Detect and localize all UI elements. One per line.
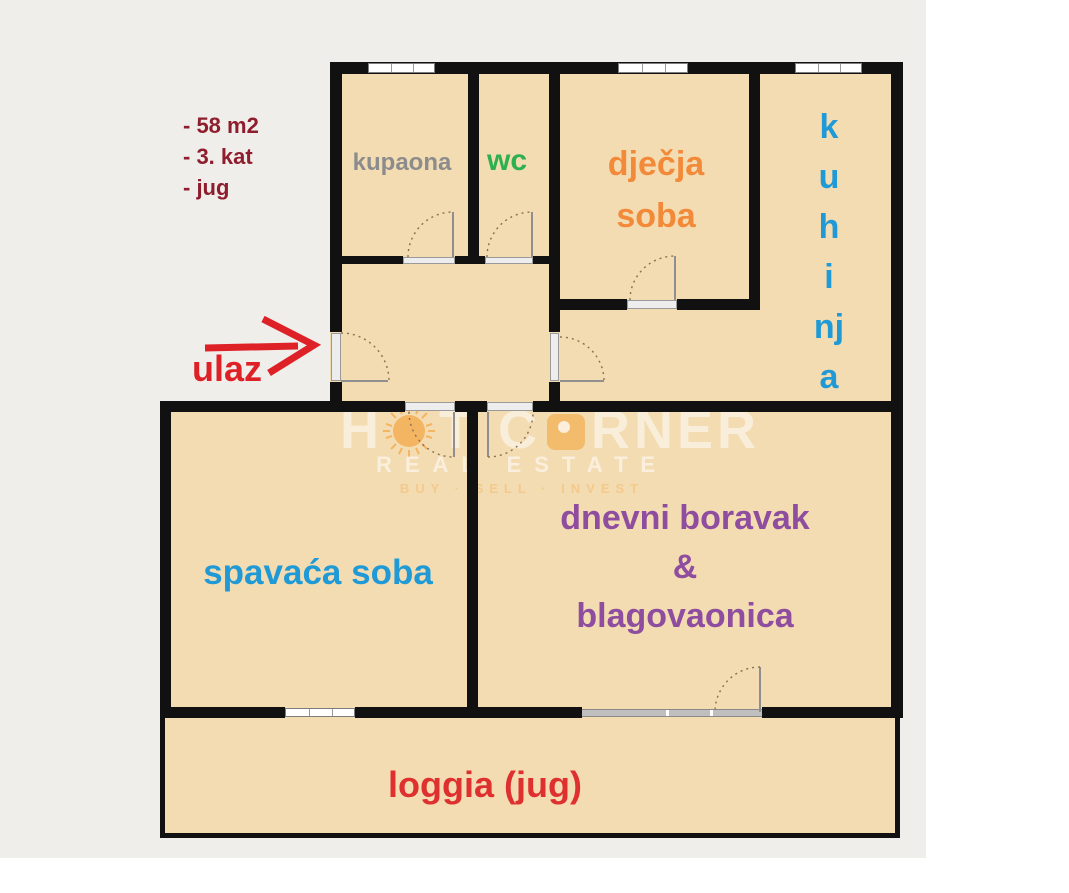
bathroom-door-sill bbox=[403, 257, 455, 264]
info-area: - 58 m2 bbox=[183, 113, 259, 138]
watermark-tagline: BUY · SELL · INVEST bbox=[399, 481, 645, 496]
room-label-living-dining: dnevni boravak & blagovaonica bbox=[560, 499, 810, 635]
wall-bath-wc-divider bbox=[468, 62, 479, 264]
room-label-kitchen: k u h i nj a bbox=[813, 108, 845, 396]
wall-bottom-a bbox=[160, 707, 285, 718]
wall-loggia-left bbox=[160, 718, 165, 838]
wall-bottom-c bbox=[762, 707, 903, 718]
wc-door-sill bbox=[485, 257, 533, 264]
room-label-wc: wc bbox=[486, 144, 528, 177]
wall-kids-bottom-a bbox=[549, 299, 627, 310]
wall-loggia-bottom bbox=[160, 833, 900, 838]
wall-bath-bottom-b bbox=[455, 256, 485, 264]
wall-bath-bottom-c bbox=[533, 256, 560, 264]
wall-wc-hall-b bbox=[549, 382, 560, 412]
room-label-kids-room: dječja soba bbox=[607, 145, 705, 235]
bedroom-window bbox=[285, 708, 355, 717]
kids-room-door-sill bbox=[627, 300, 677, 309]
wall-outer-left-lower bbox=[160, 401, 171, 718]
room-label-loggia: loggia (jug) bbox=[388, 764, 582, 805]
wall-mid-c bbox=[533, 401, 903, 412]
wall-kids-kitchen-divider bbox=[749, 62, 760, 310]
wall-outer-right bbox=[891, 62, 903, 718]
watermark-real-estate: REAL ESTATE bbox=[375, 452, 669, 477]
hall-kitchen-door-sill bbox=[550, 333, 559, 381]
loggia-glass-wall bbox=[582, 709, 762, 717]
bedroom-door-sill bbox=[405, 402, 455, 411]
kids-room-window bbox=[618, 63, 688, 73]
wall-wc-hall-a bbox=[549, 62, 560, 332]
living-door-sill bbox=[487, 402, 533, 411]
loggia-floor-area bbox=[160, 718, 900, 838]
info-floor: - 3. kat bbox=[183, 144, 253, 169]
watermark-sun-gap bbox=[383, 430, 439, 431]
wall-outer-left-upper-a bbox=[330, 62, 342, 332]
entrance-label: ulaz bbox=[192, 348, 263, 389]
wall-loggia-right bbox=[895, 718, 900, 838]
room-label-bathroom: kupaona bbox=[352, 149, 452, 176]
watermark-gap bbox=[476, 430, 498, 431]
wall-bath-bottom-a bbox=[330, 256, 403, 264]
wall-mid-a bbox=[160, 401, 405, 412]
corner-logo-icon bbox=[547, 414, 585, 450]
kitchen-window bbox=[795, 63, 862, 73]
wall-kids-bottom-b bbox=[677, 299, 760, 310]
bathroom-window bbox=[368, 63, 435, 73]
entrance-door-sill bbox=[331, 333, 341, 381]
room-label-bedroom: spavaća soba bbox=[203, 553, 433, 592]
info-orientation: - jug bbox=[183, 175, 230, 200]
wall-bedroom-living-divider bbox=[467, 401, 478, 718]
listing-info: - 58 m2 - 3. kat - jug bbox=[183, 110, 259, 203]
